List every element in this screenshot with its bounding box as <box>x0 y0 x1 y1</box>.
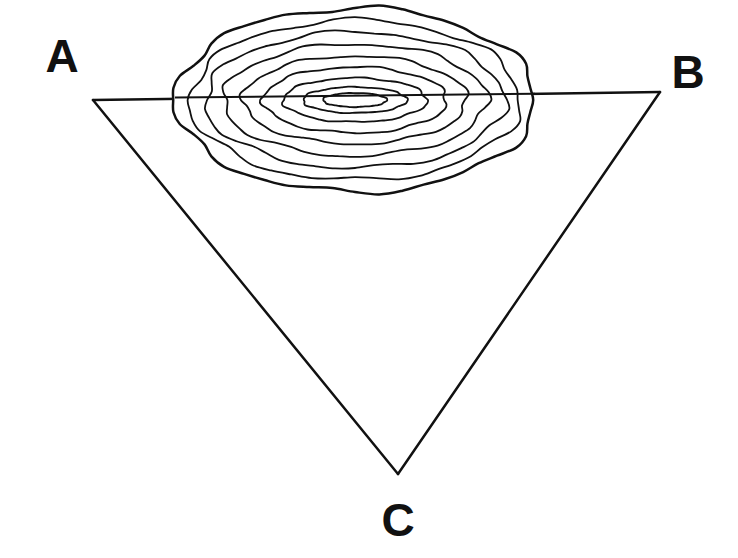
side-ab-through-pond <box>175 94 535 98</box>
vertex-label: B <box>671 49 704 95</box>
contour-ring <box>260 67 447 134</box>
pond-contours <box>173 6 535 195</box>
vertex-label-holder: C <box>381 497 414 543</box>
contour-ring <box>304 87 408 114</box>
contour-ring <box>188 17 521 179</box>
contour-ring <box>222 44 491 156</box>
contour-ring <box>282 77 428 121</box>
contour-ring <box>173 6 533 195</box>
vertex-label: C <box>381 497 414 543</box>
contour-ring <box>205 30 510 168</box>
vertex-label: A <box>45 33 78 79</box>
vertex-label-holder: B <box>671 49 704 95</box>
contour-ring <box>240 56 469 144</box>
vertex-label-holder: A <box>45 33 78 79</box>
